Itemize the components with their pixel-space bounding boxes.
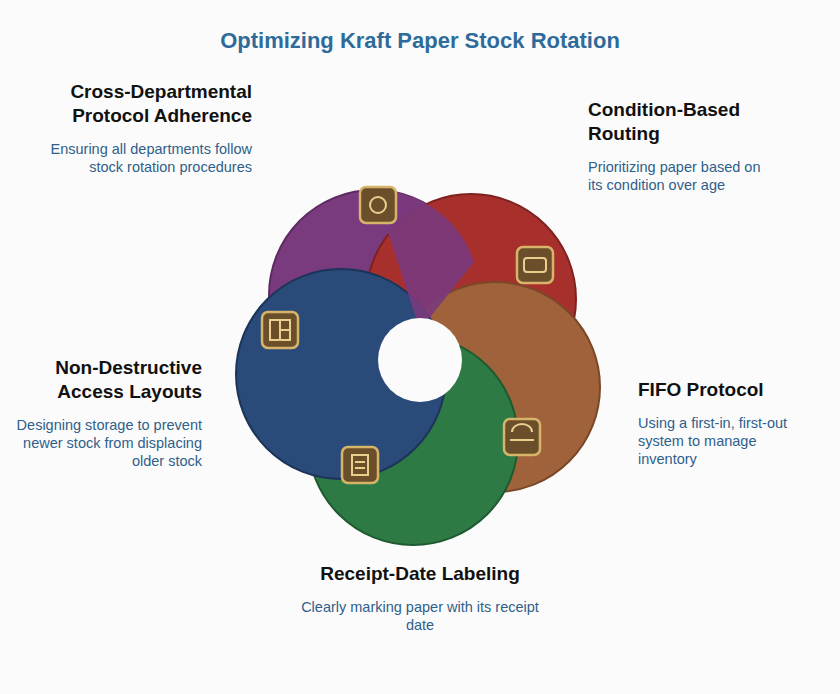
callout-group: FIFO ProtocolUsing a first-in, first-out… [638,378,808,468]
callout-heading: Condition-Based Routing [588,98,778,146]
callout-group: Receipt-Date LabelingClearly marking pap… [300,562,540,634]
petal-icons [262,187,553,483]
callout-group: Non-Destructive Access LayoutsDesigning … [14,356,202,470]
callout-heading: Receipt-Date Labeling [300,562,540,586]
callout-description: Using a first-in, first-out system to ma… [638,414,808,468]
callout-description: Prioritizing paper based on its conditio… [588,158,778,194]
diagram-title: Optimizing Kraft Paper Stock Rotation [0,28,840,54]
callout-description: Ensuring all departments follow stock ro… [18,140,252,176]
icon-glyphs [270,197,546,475]
callout-group: Cross-Departmental Protocol AdherenceEns… [18,80,252,176]
callout-heading: FIFO Protocol [638,378,808,402]
callout-description: Designing storage to prevent newer stock… [14,416,202,470]
petals [236,190,600,545]
callout-heading: Non-Destructive Access Layouts [14,356,202,404]
callout-heading: Cross-Departmental Protocol Adherence [18,80,252,128]
callout-group: Condition-Based RoutingPrioritizing pape… [588,98,778,194]
callout-description: Clearly marking paper with its receipt d… [300,598,540,634]
